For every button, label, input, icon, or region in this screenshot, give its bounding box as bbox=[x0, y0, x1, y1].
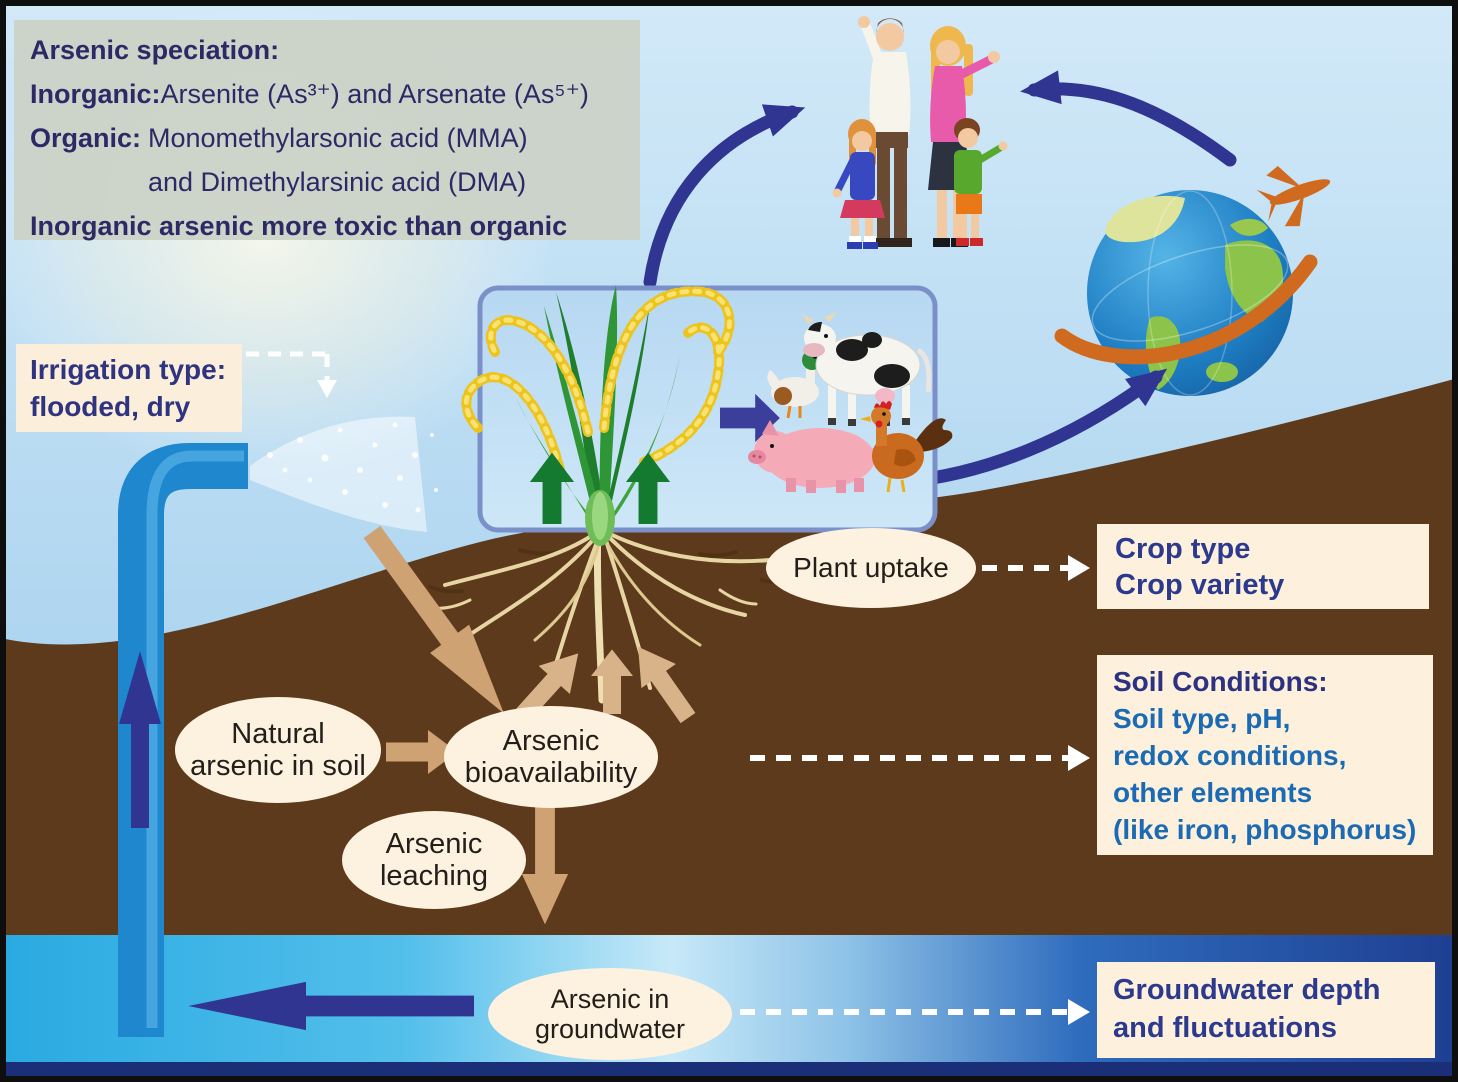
dashed-connector-heads bbox=[317, 380, 1090, 1025]
plant-uptake-oval: Plant uptake bbox=[766, 528, 976, 608]
chicken-illustration bbox=[860, 401, 953, 493]
groundwater-oval-line1: Arsenic in bbox=[550, 983, 670, 1014]
plant-uptake-text: Plant uptake bbox=[793, 552, 949, 584]
orbit-swoosh bbox=[1054, 254, 1318, 365]
organic-line2: and Dimethylarsinic acid (DMA) bbox=[148, 167, 527, 197]
soil-conditions-line3: other elements bbox=[1113, 777, 1313, 808]
bioavailability-line2: bioavailability bbox=[464, 757, 638, 789]
soil-conditions-line1: Soil type, pH, bbox=[1113, 703, 1291, 734]
rice-plant-illustration bbox=[461, 285, 735, 546]
organic-label: Organic: bbox=[30, 123, 142, 153]
irrigation-line2: flooded, dry bbox=[30, 391, 191, 422]
speciation-footnote: Inorganic arsenic more toxic than organi… bbox=[30, 211, 568, 241]
groundwater-depth-text: Groundwater depth bbox=[1113, 974, 1381, 1006]
groundwater-factors-box: Groundwater depth and fluctuations bbox=[1097, 962, 1435, 1058]
soil-conditions-line4: (like iron, phosphorus) bbox=[1113, 814, 1417, 845]
leaching-line1: Arsenic bbox=[385, 827, 483, 860]
irrigation-line1: Irrigation type: bbox=[30, 354, 227, 385]
globe-to-people-arrow bbox=[1020, 70, 1237, 167]
inorganic-text: Arsenite (As³⁺) and Arsenate (As⁵⁺) bbox=[160, 79, 589, 109]
family-illustration bbox=[832, 16, 1008, 249]
crop-and-livestock-panel bbox=[461, 285, 953, 546]
soil-layer bbox=[0, 378, 1458, 935]
groundwater-fluctuations-text: and fluctuations bbox=[1113, 1012, 1337, 1044]
organic-line1: Monomethylarsonic acid (MMA) bbox=[148, 123, 528, 153]
soil-conditions-line2: redox conditions, bbox=[1113, 740, 1347, 771]
speciation-organic-row: Organic: Monomethylarsonic acid (MMA) an… bbox=[30, 116, 624, 204]
soil-conditions-box: Soil Conditions: Soil type, pH, redox co… bbox=[1097, 655, 1433, 855]
speciation-inorganic-row: Inorganic: Arsenite (As³⁺) and Arsenate … bbox=[30, 72, 624, 116]
speciation-title: Arsenic speciation: bbox=[30, 35, 280, 65]
water-spray bbox=[250, 416, 438, 532]
soil-conditions-title: Soil Conditions: bbox=[1113, 666, 1328, 697]
irrigation-pipe bbox=[118, 443, 248, 1037]
natural-arsenic-line1: Natural bbox=[231, 717, 325, 750]
groundwater-oval-line2: groundwater bbox=[534, 1014, 686, 1044]
arsenic-leaching-oval: Arsenic leaching bbox=[342, 811, 526, 909]
pig-illustration bbox=[748, 420, 884, 493]
crop-factors-box: Crop type Crop variety bbox=[1097, 524, 1429, 609]
arsenic-speciation-panel: Arsenic speciation: Inorganic: Arsenite … bbox=[14, 20, 640, 241]
natural-arsenic-oval: Natural arsenic in soil bbox=[175, 697, 381, 803]
arsenic-bioavailability-oval: Arsenic bioavailability bbox=[444, 706, 658, 808]
bioavailability-line1: Arsenic bbox=[502, 724, 600, 757]
cow-illustration bbox=[802, 312, 932, 426]
dashed-connectors bbox=[246, 351, 1068, 1015]
arsenic-in-groundwater-oval: Arsenic in groundwater bbox=[488, 968, 732, 1060]
airplane-illustration bbox=[1256, 166, 1331, 227]
leaching-line2: leaching bbox=[379, 860, 489, 892]
crop-type-text: Crop type bbox=[1115, 533, 1251, 565]
crop-variety-text: Crop variety bbox=[1115, 569, 1285, 601]
irrigation-type-label: Irrigation type: flooded, dry bbox=[16, 344, 242, 432]
inorganic-label: Inorganic: bbox=[30, 79, 161, 109]
crops-to-people-arrow bbox=[643, 104, 806, 289]
natural-arsenic-line2: arsenic in soil bbox=[190, 750, 366, 782]
